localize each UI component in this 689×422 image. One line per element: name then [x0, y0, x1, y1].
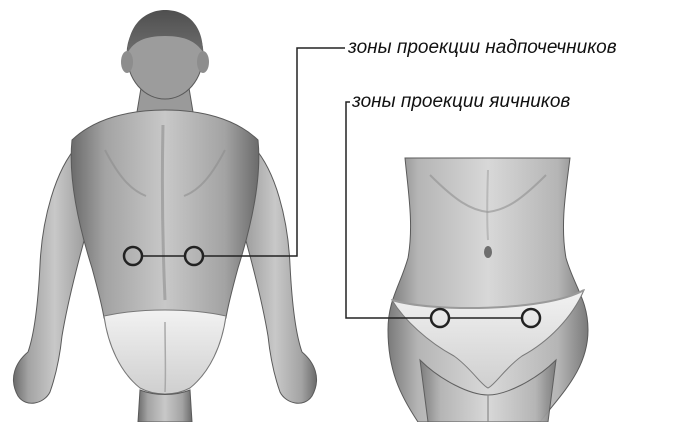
ovary-projection-label: зоны проекции яичников	[352, 92, 570, 111]
female-front-figure	[388, 158, 588, 422]
male-back-figure	[13, 10, 316, 422]
male-legs	[138, 390, 192, 422]
female-abdomen-line	[487, 170, 488, 240]
female-navel	[484, 246, 492, 258]
adrenal-projection-label: зоны проекции надпочечников	[348, 38, 617, 57]
male-ear-left	[121, 51, 133, 73]
male-ear-right	[197, 51, 209, 73]
